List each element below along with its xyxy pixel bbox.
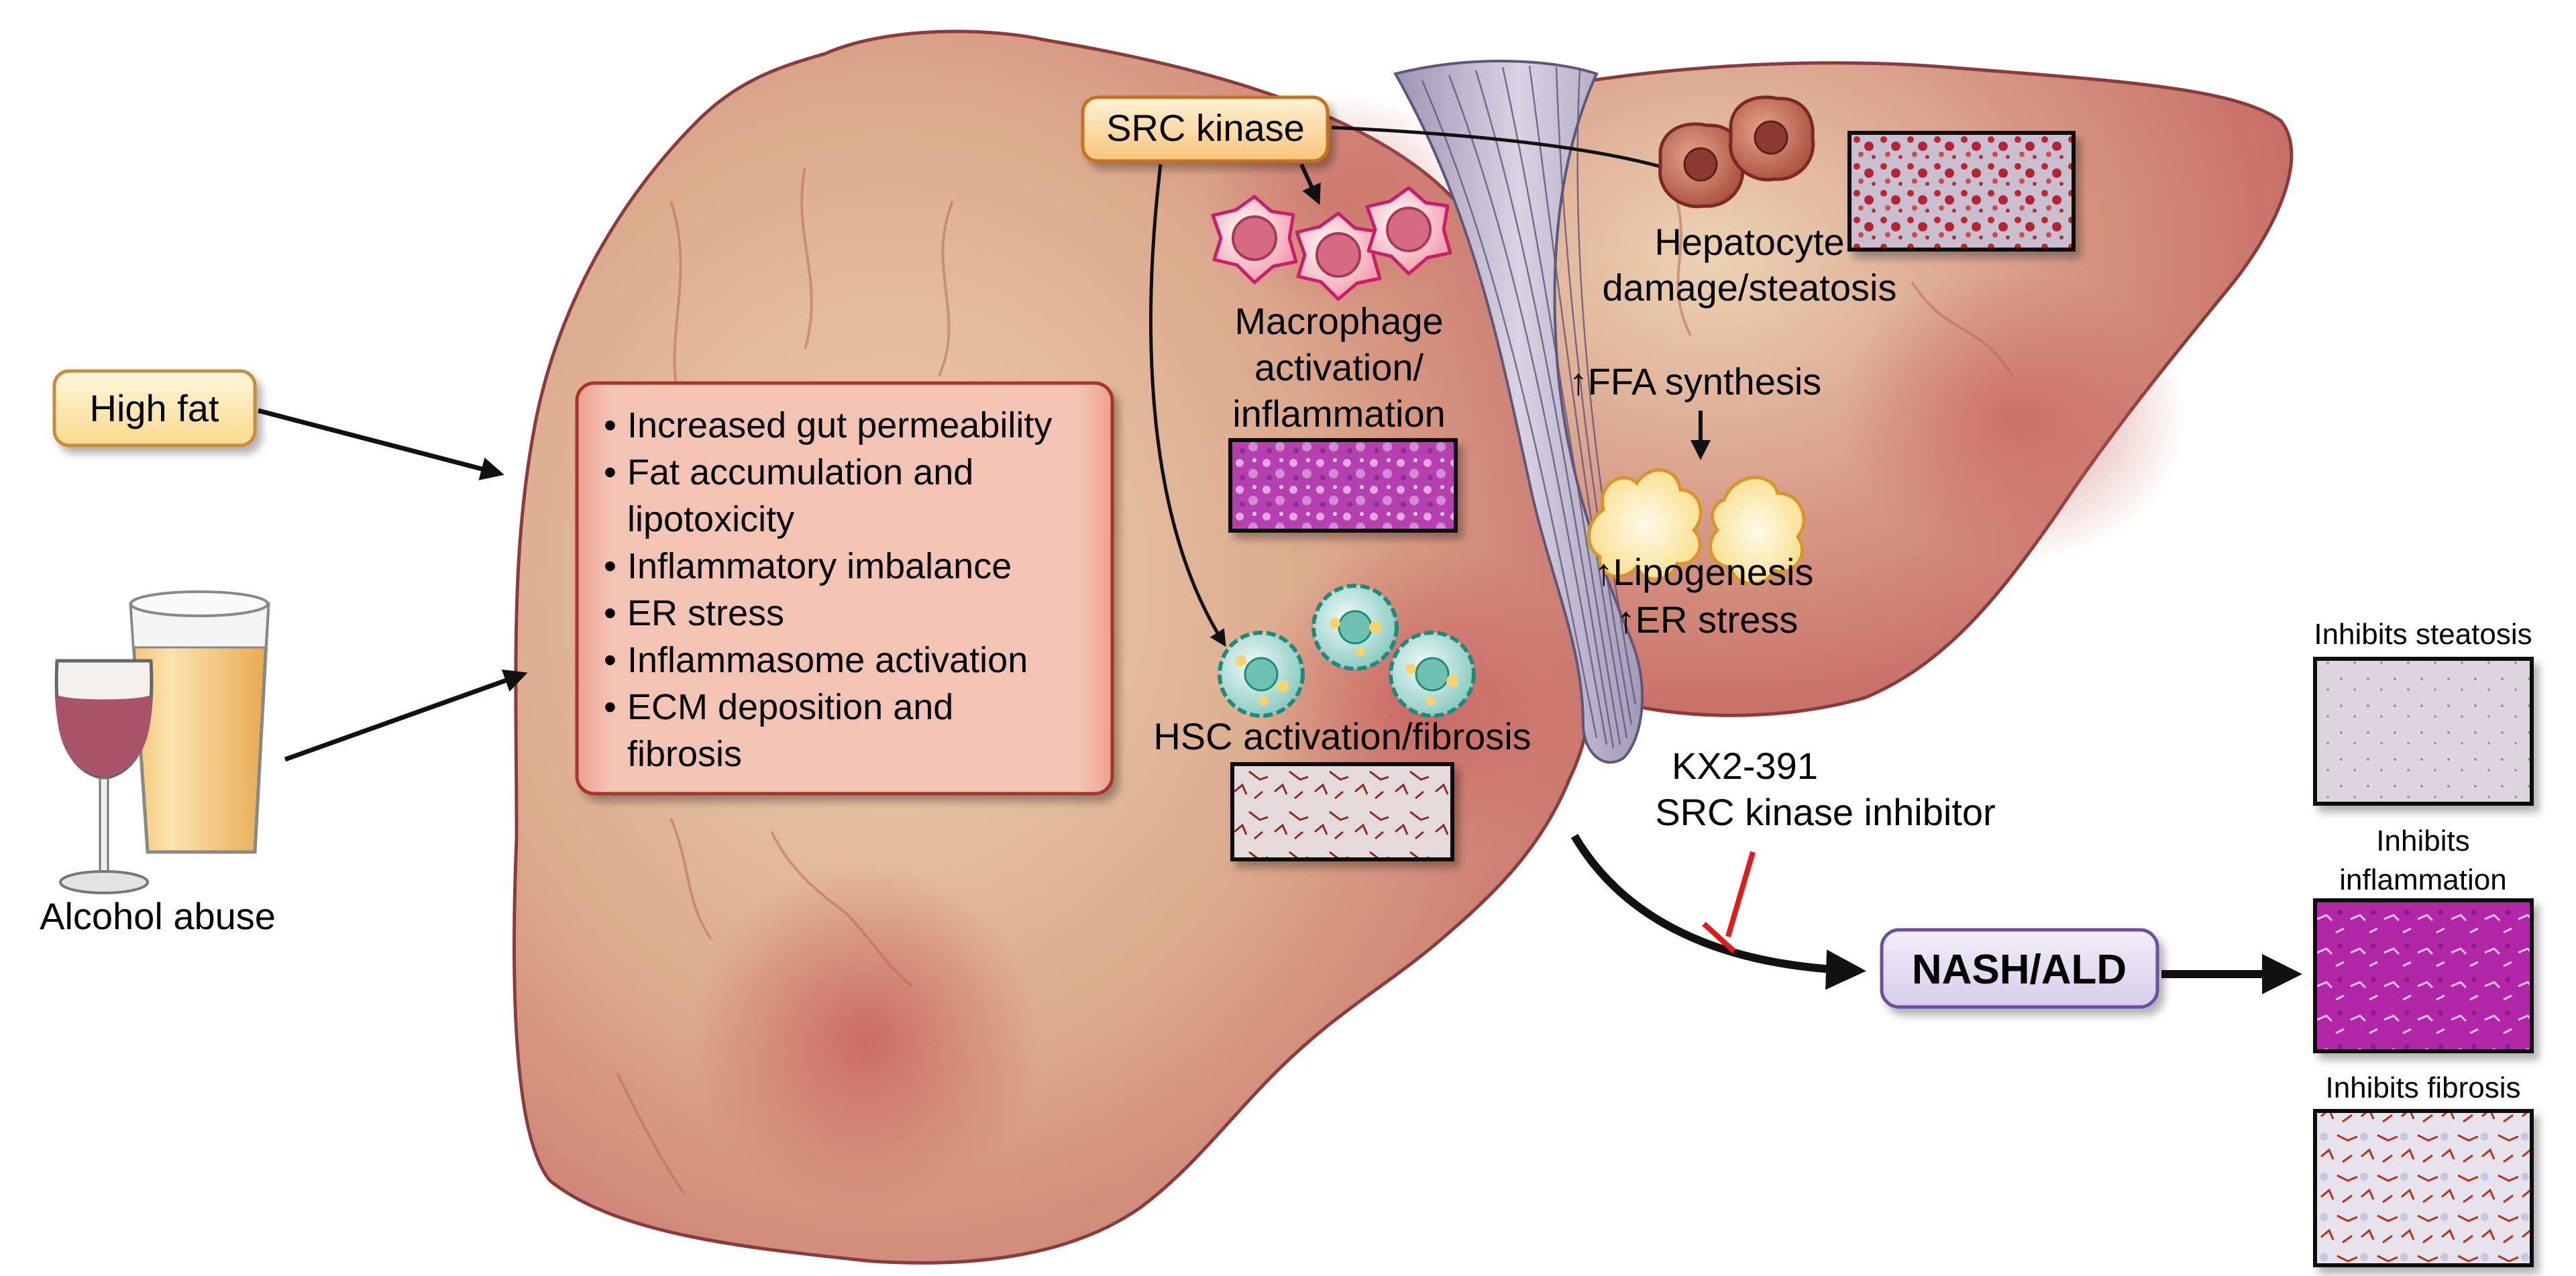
macrophage-cells-icon: [1211, 186, 1452, 301]
bullet-marker: •: [604, 546, 616, 586]
mechanism-item: Inflammasome activation: [627, 640, 1028, 680]
mechanism-item: ER stress: [627, 593, 784, 633]
mechanism-item: Increased gut permeability: [627, 405, 1052, 445]
macrophage-label-line3: inflammation: [1232, 392, 1445, 435]
wine-base: [59, 870, 149, 894]
inhibition-symbol: [1702, 851, 1756, 953]
wine: [56, 694, 152, 777]
mechanism-item-continuation: fibrosis: [627, 734, 742, 774]
result-steatosis-label: Inhibits steatosis: [2314, 618, 2532, 651]
liver-to-nash-arrow: [1570, 833, 1866, 990]
er-stress-label: ↑ER stress: [1617, 598, 1799, 641]
falciform-ligament: [1393, 60, 1644, 764]
hepatocyte-label-line2: damage/steatosis: [1603, 266, 1897, 309]
alcohol-label: Alcohol abuse: [40, 895, 276, 937]
mechanism-item: ECM deposition and: [627, 687, 953, 727]
result-inflammation-image: [2313, 898, 2534, 1053]
mechanisms-box-bg: [575, 381, 1114, 796]
result-steatosis-image: [2313, 657, 2534, 806]
hepatocyte-label-line1: Hepatocyte: [1654, 221, 1844, 263]
bullet-marker: •: [604, 452, 616, 492]
mechanisms-list: • Increased gut permeability • Fat accumula…: [604, 405, 1052, 774]
high-fat-arrow: [258, 408, 504, 480]
hepatocyte-histology-image: [1847, 131, 2076, 252]
macrophage-histology-image: [1228, 438, 1458, 533]
alcohol-icon: Alcohol abuse: [40, 590, 276, 937]
hsc-histology-image: [1230, 762, 1454, 861]
result-fibrosis-label: Inhibits fibrosis: [2325, 1071, 2520, 1104]
adipocyte-icon: [1587, 468, 1806, 586]
bullet-marker: •: [604, 640, 616, 680]
bullet-marker: •: [604, 687, 616, 727]
wine-stem: [99, 777, 109, 880]
high-fat-box: [52, 369, 257, 447]
macrophage-label-line1: Macrophage: [1234, 300, 1443, 342]
src-to-hsc-arrow: [1149, 164, 1226, 647]
mechanism-item-continuation: lipotoxicity: [627, 499, 794, 539]
nash-ald-box: [1880, 928, 2159, 1009]
result-inflammation-label-line1: Inhibits: [2376, 825, 2469, 857]
result-inflammation-label-line2: inflammation: [2339, 863, 2506, 896]
src-to-macrophage-arrow: [1299, 163, 1321, 205]
bullet-marker: •: [604, 405, 616, 445]
mechanism-item: Fat accumulation and: [627, 452, 973, 492]
ffa-synthesis-label: ↑FFA synthesis: [1569, 360, 1822, 403]
mechanism-item: Inflammatory imbalance: [627, 546, 1012, 586]
hsc-cells-icon: [1218, 584, 1476, 718]
src-kinase-box: [1081, 95, 1330, 163]
bullet-marker: •: [604, 593, 616, 633]
mechanisms-box: • Increased gut permeability • Fat accumula…: [575, 381, 1114, 796]
nash-ald-label: NASH/ALD: [1912, 947, 2127, 993]
macrophage-label-line2: activation/: [1254, 346, 1424, 388]
liver-shading: [691, 865, 1040, 1214]
beer-rim: [129, 590, 269, 617]
hsc-label: HSC activation/fibrosis: [1153, 715, 1531, 757]
src-kinase-node: SRC kinase: [1081, 95, 1330, 163]
hepatocyte-cells-icon: [1658, 95, 1815, 209]
high-fat-label: High fat: [90, 387, 219, 429]
liver-shading: [1838, 268, 2187, 564]
src-kinase-label: SRC kinase: [1106, 107, 1305, 149]
inhibitor-description: SRC kinase inhibitor: [1655, 791, 1995, 833]
nash-ald-node: NASH/ALD: [1880, 928, 2159, 1009]
ligament-striations: [1421, 65, 1637, 749]
alcohol-arrow: [284, 669, 528, 762]
lipogenesis-label: ↑Lipogenesis: [1595, 551, 1814, 593]
inhibitor-name: KX2-391: [1672, 745, 1818, 787]
high-fat-node: High fat: [52, 369, 257, 447]
result-fibrosis-image: [2313, 1109, 2534, 1267]
src-to-hepatocyte-arrow: [1331, 125, 1694, 180]
